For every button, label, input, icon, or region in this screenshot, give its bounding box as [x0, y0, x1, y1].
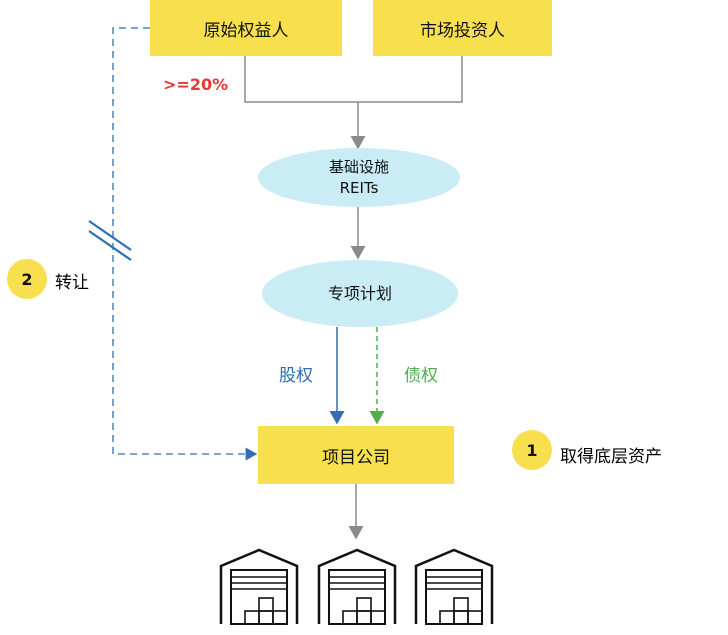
- original-owner-label: 原始权益人: [203, 20, 289, 41]
- special-plan-node: 专项计划: [262, 260, 458, 327]
- merge-connector: [244, 56, 463, 103]
- market-investor-node: 市场投资人: [373, 0, 552, 56]
- original-owner-node: 原始权益人: [150, 0, 342, 56]
- stake-label: >=20%: [163, 75, 229, 94]
- step-2-badge: 2: [7, 259, 47, 299]
- project-company-node: 项目公司: [258, 426, 454, 484]
- equity-label: 股权: [279, 366, 313, 386]
- transfer-break-mark-2: [88, 230, 132, 261]
- project-company-label: 项目公司: [322, 447, 390, 468]
- step-2-text: 转让: [55, 273, 89, 293]
- reits-node: 基础设施 REITs: [258, 148, 460, 207]
- step-1-number: 1: [526, 440, 538, 460]
- transfer-path: [112, 27, 258, 461]
- step-1-badge: 1: [512, 430, 552, 470]
- debt-label: 债权: [404, 366, 438, 386]
- market-investor-label: 市场投资人: [420, 20, 505, 41]
- warehouse-icon: [414, 548, 494, 625]
- transfer-break-mark-1: [88, 220, 132, 251]
- special-plan-label: 专项计划: [327, 284, 392, 303]
- warehouse-icon: [219, 548, 299, 625]
- step-2-number: 2: [21, 269, 33, 289]
- step-1-text: 取得底层资产: [560, 447, 662, 467]
- reits-label-line2: REITs: [339, 178, 379, 197]
- warehouse-icon: [317, 548, 397, 625]
- reits-label-line1: 基础设施: [328, 157, 389, 176]
